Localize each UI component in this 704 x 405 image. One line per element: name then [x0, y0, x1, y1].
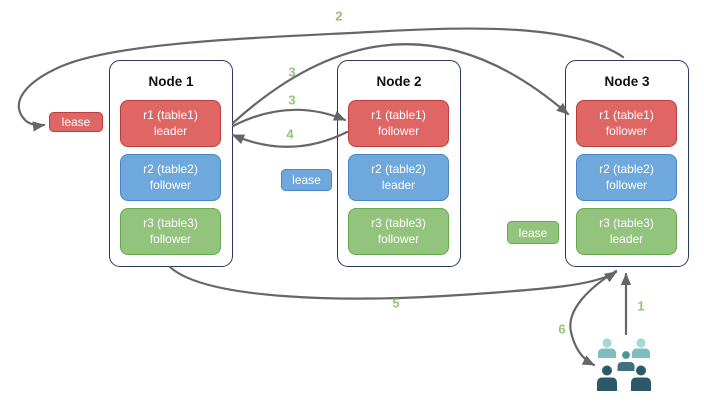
replica-role: leader	[381, 177, 416, 192]
step-label-5: 5	[392, 295, 400, 311]
arrow-step-5	[168, 265, 618, 300]
replica-role: leader	[609, 231, 644, 246]
replica-name: r3 (table3)	[143, 215, 198, 230]
node-3-replica-r2: r2 (table2) follower	[576, 154, 677, 201]
node-2-replica-r1: r1 (table1) follower	[348, 100, 449, 147]
replica-name: r1 (table1)	[599, 107, 654, 122]
replica-role: follower	[605, 123, 648, 138]
step-label-3a: 3	[288, 64, 296, 80]
users-group-icon	[597, 338, 651, 391]
replica-name: r2 (table2)	[143, 161, 198, 176]
node-1-replica-r1: r1 (table1) leader	[120, 100, 221, 147]
node-3: Node 3 r1 (table1) follower r2 (table2) …	[565, 60, 689, 267]
node-2-replica-r3: r3 (table3) follower	[348, 208, 449, 255]
node-1: Node 1 r1 (table1) leader r2 (table2) fo…	[109, 60, 233, 267]
lease-badge-r3: lease	[507, 221, 559, 244]
replica-name: r3 (table3)	[371, 215, 426, 230]
node-1-replica-r2: r2 (table2) follower	[120, 154, 221, 201]
replica-name: r2 (table2)	[371, 161, 426, 176]
node-1-replica-r3: r3 (table3) follower	[120, 208, 221, 255]
replica-role: follower	[377, 231, 420, 246]
replica-role: follower	[149, 177, 192, 192]
step-label-1: 1	[637, 298, 645, 314]
replica-name: r3 (table3)	[599, 215, 654, 230]
lease-badge-r2: lease	[281, 169, 332, 191]
arrow-step-3-to-node2	[231, 108, 347, 128]
node-2-replica-r2: r2 (table2) leader	[348, 154, 449, 201]
lease-badge-r1: lease	[49, 112, 103, 132]
step-label-4: 4	[286, 126, 294, 142]
step-label-2: 2	[335, 8, 343, 24]
replica-name: r1 (table1)	[371, 107, 426, 122]
node-3-replica-r1: r1 (table1) follower	[576, 100, 677, 147]
node-2: Node 2 r1 (table1) follower r2 (table2) …	[337, 60, 461, 267]
node-2-title: Node 2	[376, 74, 422, 89]
node-1-title: Node 1	[148, 74, 194, 89]
replica-name: r1 (table1)	[143, 107, 198, 122]
arrow-step-6-client-response	[569, 269, 618, 367]
replica-name: r2 (table2)	[599, 161, 654, 176]
replica-role: follower	[605, 177, 648, 192]
replica-role: follower	[149, 231, 192, 246]
replica-role: follower	[377, 123, 420, 138]
node-3-title: Node 3	[604, 74, 650, 89]
step-label-3b: 3	[288, 92, 296, 108]
node-3-replica-r3: r3 (table3) leader	[576, 208, 677, 255]
step-label-6: 6	[558, 321, 566, 337]
replica-role: leader	[153, 123, 188, 138]
